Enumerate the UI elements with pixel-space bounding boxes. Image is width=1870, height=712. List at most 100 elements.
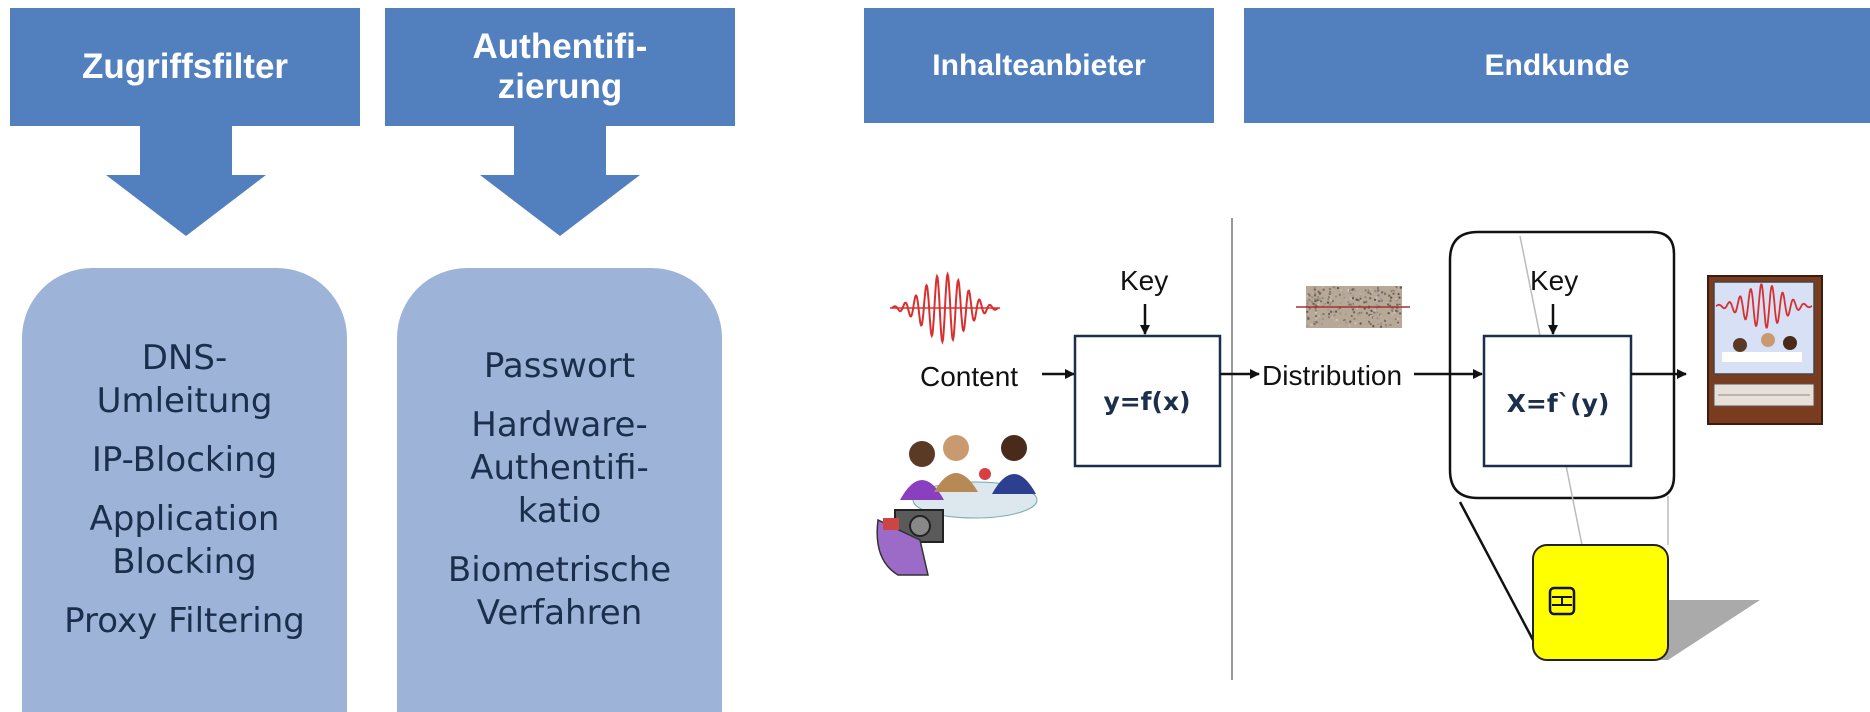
noise-dot (1380, 299, 1383, 302)
noise-dot (1395, 286, 1398, 289)
noise-dot (1364, 296, 1367, 299)
noise-dot (1349, 320, 1352, 323)
decryption-box (1482, 334, 1633, 468)
noise-dot (1363, 301, 1366, 304)
noise-dot (1384, 319, 1387, 322)
noise-dot (1310, 323, 1313, 326)
noise-dot (1313, 288, 1316, 291)
noise-dot (1318, 315, 1320, 318)
noise-dot (1353, 317, 1356, 320)
noise-dot (1327, 308, 1330, 311)
noise-dot (1385, 318, 1388, 321)
noise-dot (1375, 307, 1378, 310)
noise-dot (1329, 298, 1332, 301)
noise-dot (1390, 290, 1393, 293)
noise-dot (1318, 318, 1321, 321)
television-icon (1707, 275, 1823, 425)
noise-dot (1389, 299, 1392, 302)
noise-dot (1344, 301, 1347, 304)
noise-dot (1377, 300, 1380, 302)
noise-dot (1376, 322, 1379, 325)
noise-dot (1376, 311, 1379, 314)
noise-dot (1321, 286, 1324, 289)
noise-dot (1330, 310, 1333, 313)
noise-dot (1387, 303, 1390, 306)
noise-dot (1310, 300, 1313, 303)
noise-dot (1376, 287, 1379, 289)
noise-dot (1319, 291, 1322, 294)
noise-dot (1317, 322, 1320, 324)
noise-dot (1312, 302, 1315, 305)
encryption-box (1073, 334, 1222, 468)
noise-dot (1397, 321, 1399, 324)
noise-dot (1317, 303, 1320, 306)
noise-dot (1368, 320, 1371, 323)
noise-dot (1364, 289, 1367, 292)
noise-dot (1385, 324, 1387, 327)
noise-dot (1339, 312, 1342, 315)
noise-dot (1322, 313, 1325, 315)
zugriffsfilter-title: Zugriffsfilter (81, 47, 289, 86)
key-label-right: Key (1530, 265, 1578, 296)
noise-dot (1377, 309, 1380, 312)
noise-dot (1314, 300, 1317, 303)
noise-dot (1359, 322, 1362, 325)
decrypt-formula: X=f`(y) (1507, 389, 1610, 418)
noise-signal-icon (1296, 286, 1410, 328)
noise-dot (1395, 309, 1398, 312)
noise-dot (1331, 316, 1334, 319)
key-label-left: Key (1120, 265, 1168, 296)
noise-dot (1351, 288, 1354, 291)
noise-dot (1327, 298, 1330, 301)
noise-dot (1321, 322, 1323, 325)
noise-dot (1352, 303, 1355, 306)
noise-dot (1397, 293, 1400, 296)
noise-dot (1374, 290, 1377, 293)
noise-dot (1307, 317, 1310, 320)
noise-dot (1380, 325, 1382, 328)
noise-dot (1328, 312, 1331, 315)
list-item: DNS- Umleitung (96, 338, 273, 421)
noise-dot (1369, 292, 1372, 295)
noise-dot (1318, 286, 1321, 289)
noise-dot (1352, 295, 1355, 298)
noise-dot (1317, 296, 1320, 299)
smartcard-body (1532, 544, 1669, 661)
noise-dot (1329, 295, 1332, 298)
noise-dot (1322, 317, 1324, 320)
noise-dot (1349, 296, 1352, 299)
noise-dot (1373, 311, 1376, 314)
noise-dot (1342, 293, 1345, 296)
noise-dot (1372, 316, 1375, 319)
video-meeting-clipart (876, 435, 1038, 576)
noise-dot (1334, 287, 1337, 290)
noise-dot (1317, 298, 1320, 301)
noise-dot (1344, 297, 1347, 300)
noise-dot (1356, 307, 1359, 310)
noise-dot (1350, 307, 1353, 310)
noise-dot (1319, 297, 1322, 300)
noise-dot (1313, 321, 1316, 324)
noise-dot (1313, 323, 1316, 325)
noise-dot (1359, 293, 1362, 296)
noise-dot (1332, 300, 1334, 303)
noise-dot (1393, 287, 1396, 290)
list-item: Application Blocking (89, 499, 280, 582)
content-label: Content (920, 361, 1018, 392)
noise-dot (1390, 308, 1393, 311)
noise-dot (1371, 291, 1373, 294)
noise-dot (1388, 294, 1391, 297)
noise-dot (1322, 288, 1325, 291)
noise-dot (1375, 299, 1378, 302)
noise-dot (1314, 298, 1317, 301)
list-item: Hardware- Authentifi- katio (470, 405, 649, 531)
noise-dot (1350, 303, 1353, 306)
noise-dot (1348, 303, 1351, 306)
noise-dot (1329, 302, 1332, 305)
noise-dot (1345, 321, 1348, 324)
noise-dot (1306, 302, 1309, 305)
encrypt-formula: y=f(x) (1103, 387, 1190, 416)
noise-dot (1369, 300, 1372, 303)
noise-dot (1347, 321, 1350, 324)
